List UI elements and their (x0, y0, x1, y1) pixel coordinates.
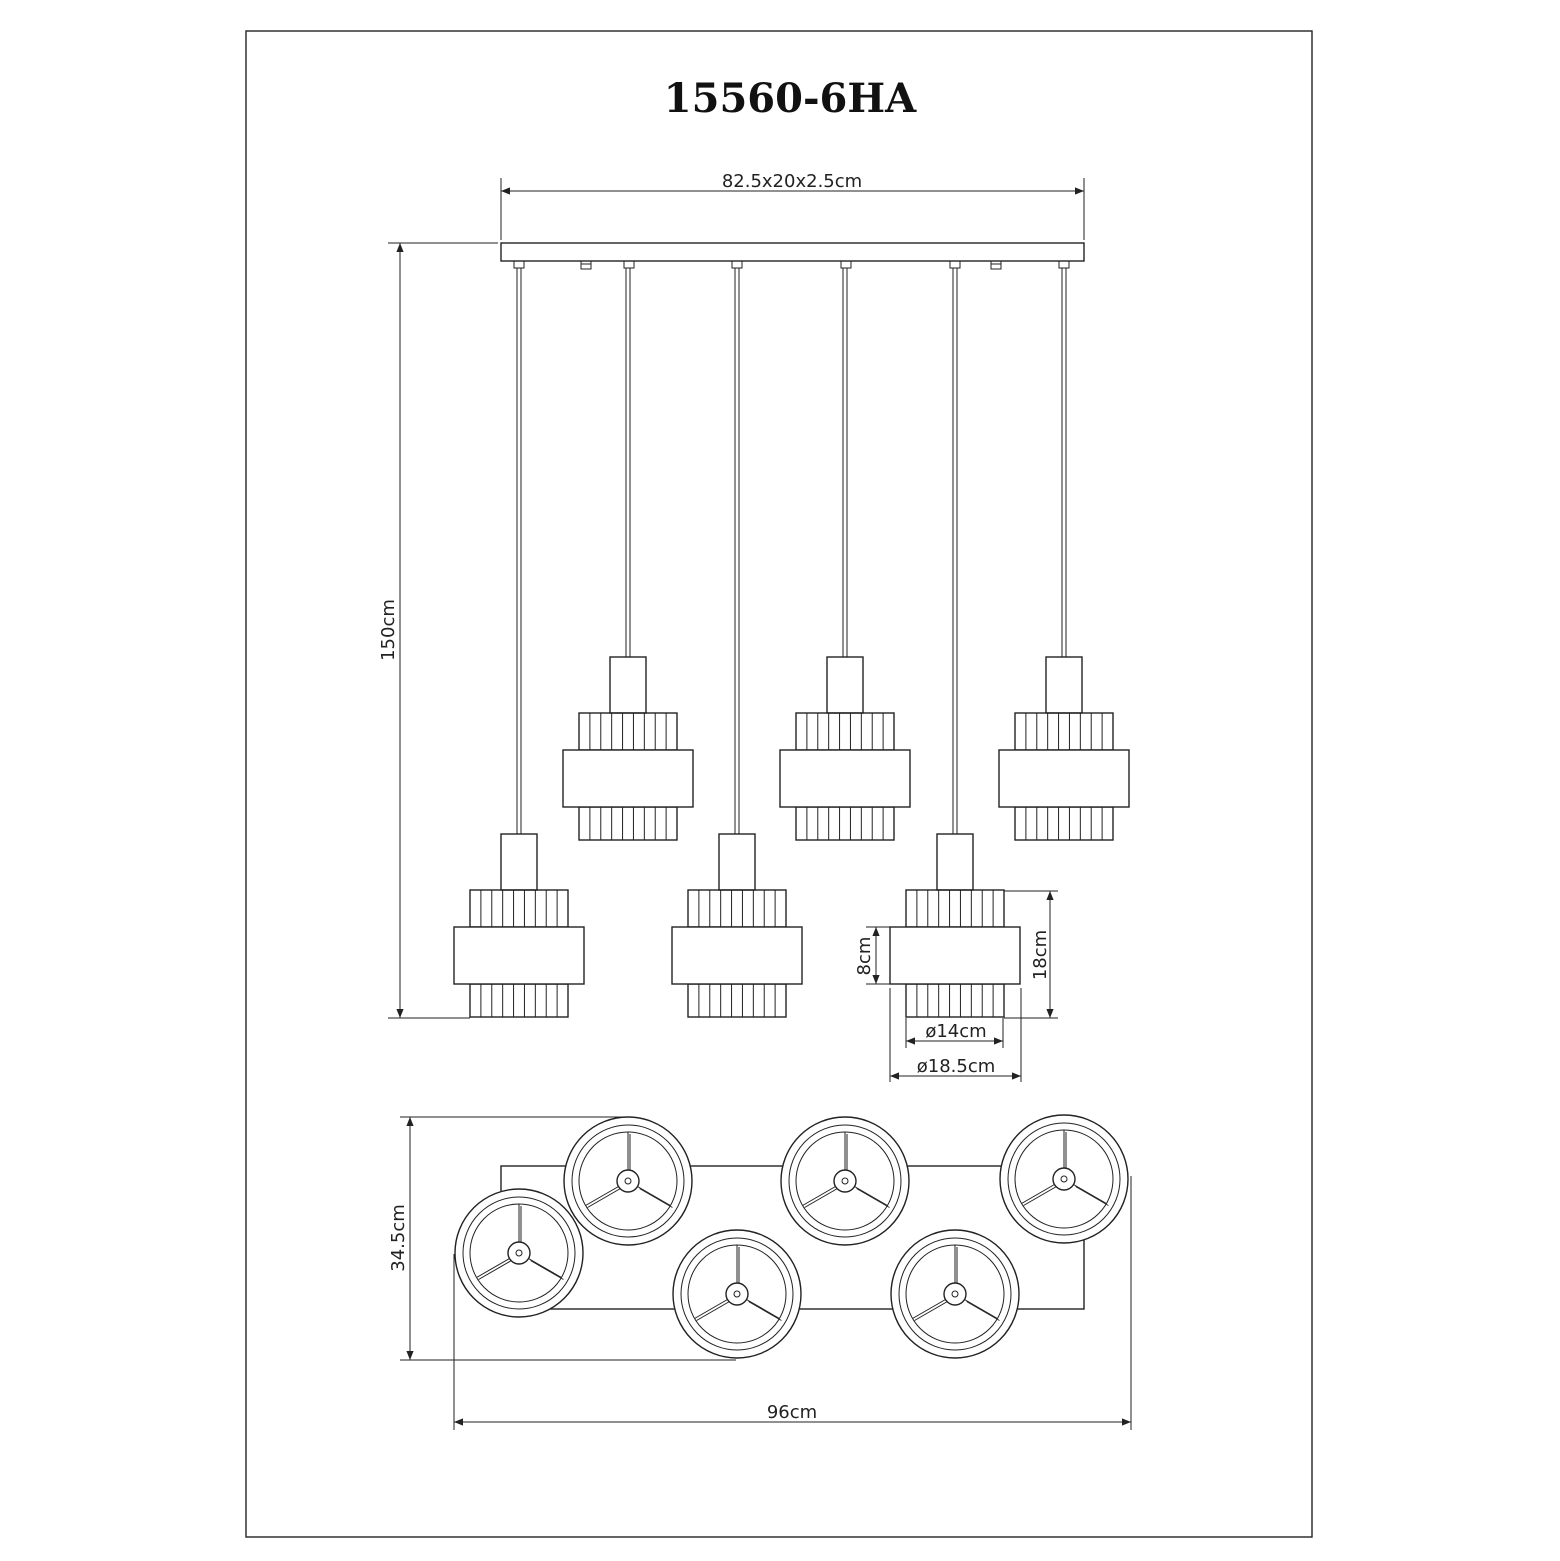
lower-shade (469, 983, 569, 1018)
shade-band (889, 926, 1021, 985)
width-dimension-label: 96cm (767, 1402, 817, 1423)
canopy-hardware (513, 260, 1070, 270)
lower-shade (905, 983, 1005, 1018)
cord-hook (513, 260, 525, 269)
height-dimension-label: 150cm (378, 599, 399, 661)
shade-top-view (672, 1229, 802, 1359)
socket-holder (718, 833, 756, 891)
upper-shade (795, 712, 895, 751)
upper-shade (905, 889, 1005, 928)
shade-band (453, 926, 585, 985)
socket-holder (609, 656, 647, 714)
canopy-plate (500, 242, 1085, 262)
pendant (671, 268, 803, 1018)
mounting-screw (990, 260, 1002, 270)
upper-shade (687, 889, 787, 928)
lower-shade (687, 983, 787, 1018)
shade-top-view (563, 1116, 693, 1246)
lower-shade (1014, 806, 1114, 841)
pendant (562, 268, 694, 841)
shade-top-view (780, 1116, 910, 1246)
height-dimension: 150cm (378, 242, 498, 1019)
band-height-dimension: 8cm (854, 926, 890, 985)
socket-holder (936, 833, 974, 891)
canopy-dimension-label: 82.5x20x2.5cm (722, 171, 862, 192)
cord-hook (623, 260, 635, 269)
lower-shade (795, 806, 895, 841)
width-dimension: 96cm (453, 1176, 1132, 1430)
band-height-label: 8cm (854, 937, 875, 976)
shade-top-view (999, 1114, 1129, 1244)
mounting-screw (580, 260, 592, 270)
socket-holder (500, 833, 538, 891)
shade-band (671, 926, 803, 985)
depth-dimension: 34.5cm (388, 1116, 736, 1361)
shade-height-label: 18cm (1030, 930, 1051, 980)
shade-band (779, 749, 911, 808)
pendant (779, 268, 911, 841)
cord-hook (949, 260, 961, 269)
depth-dimension-label: 34.5cm (388, 1204, 409, 1272)
canopy-dimension: 82.5x20x2.5cm (500, 171, 1085, 240)
inner-diameter-dimension: ø14cm (905, 1018, 1004, 1048)
shade-top-view (890, 1229, 1020, 1359)
cord-hook (1058, 260, 1070, 269)
upper-shade (578, 712, 678, 751)
cord-hook (731, 260, 743, 269)
inner-diameter-label: ø14cm (925, 1021, 986, 1042)
drawing-frame (245, 30, 1313, 1538)
pendant (998, 268, 1130, 841)
upper-shade (1014, 712, 1114, 751)
lower-shade (578, 806, 678, 841)
pendant (889, 268, 1021, 1018)
upper-shade (469, 889, 569, 928)
model-title: 15560-6HA (664, 75, 917, 122)
socket-holder (826, 656, 864, 714)
outer-diameter-label: ø18.5cm (917, 1056, 996, 1077)
shade-band (998, 749, 1130, 808)
cord-hook (840, 260, 852, 269)
pendant-lights (453, 268, 1130, 1018)
pendant (453, 268, 585, 1018)
socket-holder (1045, 656, 1083, 714)
outer-diameter-dimension: ø18.5cm (889, 988, 1022, 1082)
shade-band (562, 749, 694, 808)
shade-top-view (454, 1188, 584, 1318)
shade-height-dimension: 18cm (1004, 890, 1058, 1019)
top-view-shades (454, 1114, 1129, 1359)
